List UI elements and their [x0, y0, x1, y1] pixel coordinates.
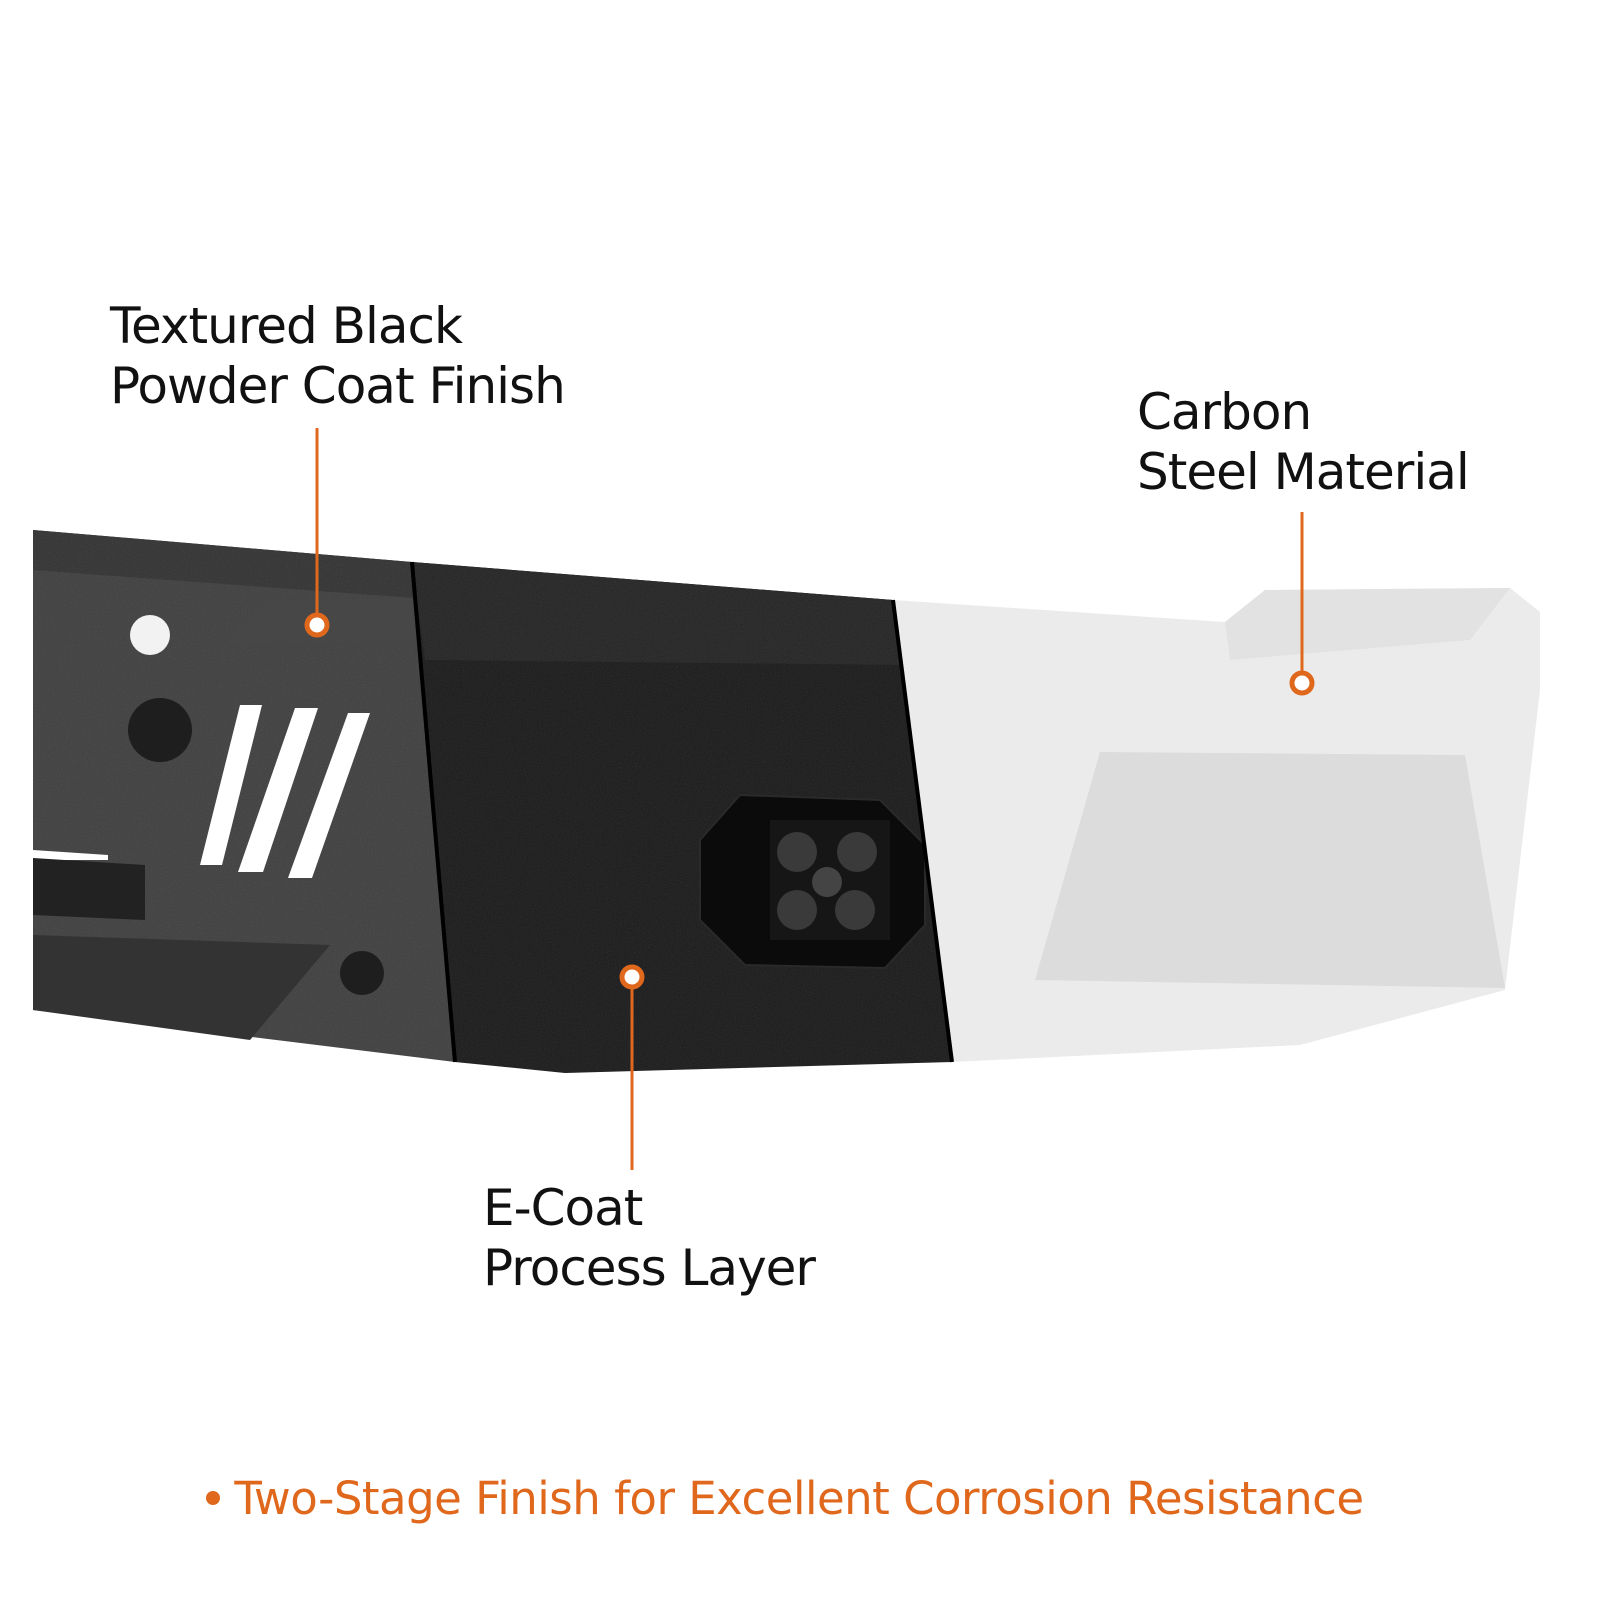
carbon-steel-marker [1289, 670, 1315, 696]
bullet-icon [206, 1491, 221, 1505]
led-light-pod [699, 793, 926, 970]
ecoat-marker [619, 964, 645, 990]
powder-coat-callout: Textured Black Powder Coat Finish [110, 296, 566, 416]
vent-slot [200, 705, 262, 865]
callout-line: E-Coat [483, 1179, 643, 1237]
callout-line: Process Layer [483, 1239, 816, 1297]
vent-slot [288, 713, 370, 878]
bolt-cap [340, 951, 384, 995]
callout-line: Carbon [1137, 383, 1312, 441]
vent-slot [238, 708, 318, 872]
powder-coat-section [33, 530, 455, 1062]
mount-hole [130, 615, 170, 655]
carbon-steel-callout: Carbon Steel Material [1137, 382, 1470, 502]
ecoat-section [410, 561, 952, 1073]
tagline: Two-Stage Finish for Excellent Corrosion… [0, 1472, 1570, 1525]
callout-line: Steel Material [1137, 443, 1470, 501]
callout-line: Powder Coat Finish [110, 357, 566, 415]
powder-coat-marker [304, 612, 330, 638]
ecoat-callout: E-Coat Process Layer [483, 1178, 816, 1298]
tagline-text: Two-Stage Finish for Excellent Corrosion… [234, 1472, 1364, 1525]
steel-section [891, 588, 1540, 1063]
rubber-plug [128, 698, 192, 762]
callout-line: Textured Black [110, 297, 463, 355]
